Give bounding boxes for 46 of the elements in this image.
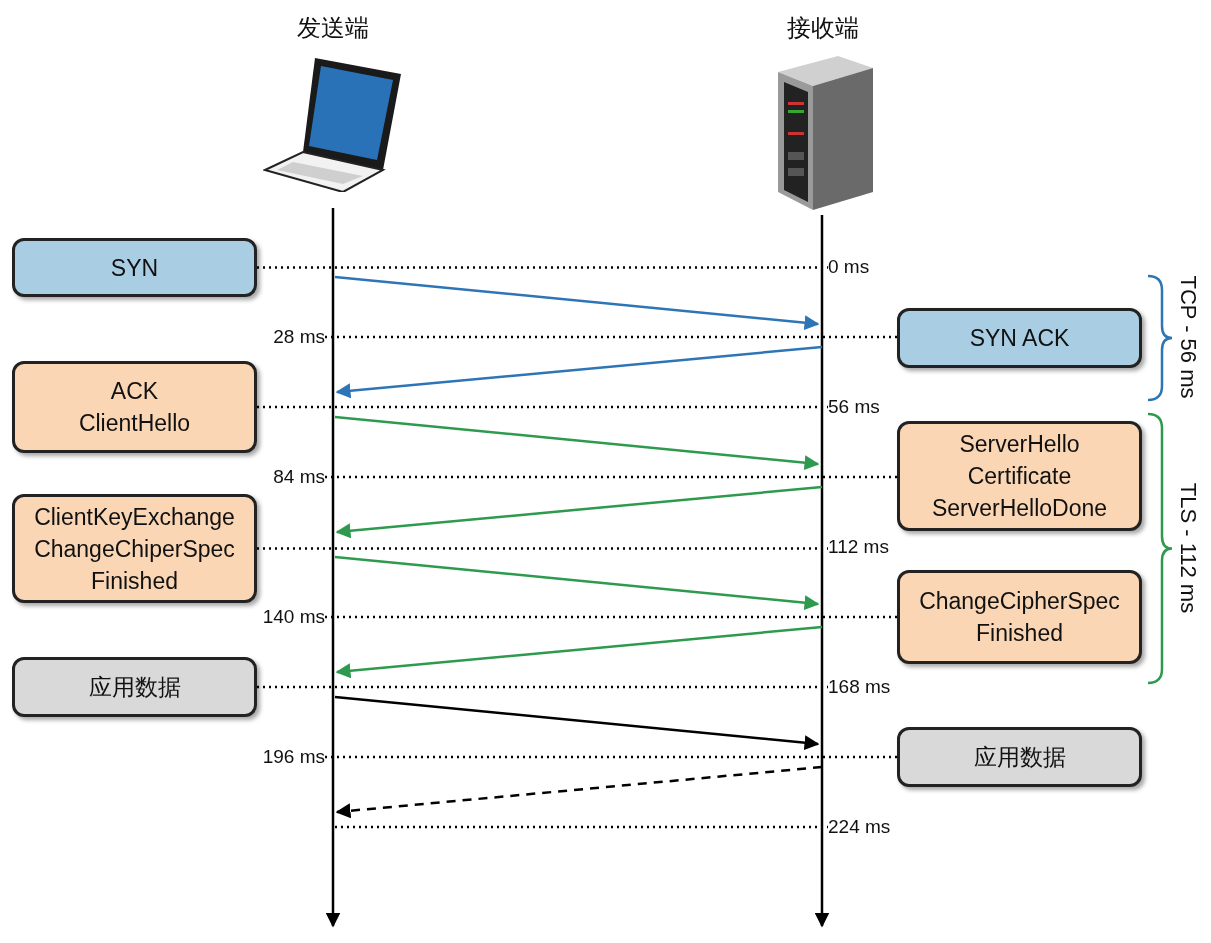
message-text: 应用数据 (88, 673, 181, 702)
time-label: 196 ms (250, 744, 325, 770)
lifeline-arrow (814, 215, 830, 928)
time-label: 84 ms (250, 464, 325, 490)
time-label: 112 ms (828, 534, 913, 560)
dotted-line (335, 825, 828, 829)
message-box (12, 494, 257, 603)
message-box (897, 308, 1142, 368)
time-label: 224 ms (828, 814, 913, 840)
message-text: Certificate (967, 462, 1072, 491)
message-text: 应用数据 (973, 743, 1066, 772)
message-box (897, 421, 1142, 531)
message-box (897, 727, 1142, 787)
lifeline-arrow (325, 208, 341, 928)
dotted-line (257, 685, 828, 689)
device-title: 发送端 (296, 13, 369, 43)
message-text: ClientHello (78, 409, 191, 438)
time-label: 168 ms (828, 674, 913, 700)
dotted-line (325, 755, 897, 759)
message-text: ClientKeyExchange (34, 502, 235, 532)
phase-label: TLS - 112 ms (1174, 482, 1202, 614)
message-text: ServerHelloDone (931, 494, 1108, 523)
phase-label: TCP - 56 ms (1174, 275, 1202, 399)
message-text: ServerHello (959, 430, 1080, 459)
message-box (12, 361, 257, 453)
message-text: SYN ACK (969, 324, 1070, 353)
dotted-line (257, 405, 828, 409)
message-text: SYN (110, 253, 159, 283)
message-box (12, 657, 257, 717)
message-text: ACK (110, 377, 159, 406)
device-title: 接收端 (786, 13, 859, 43)
message-text: ChangeCipherSpec (919, 587, 1120, 616)
time-label: 0 ms (828, 254, 903, 280)
dotted-line (257, 266, 828, 269)
time-label: 28 ms (250, 324, 325, 350)
message-text: Finished (976, 619, 1063, 648)
message-text: ChangeChiperSpec (34, 534, 235, 564)
dotted-line (325, 475, 897, 479)
message-box (897, 570, 1142, 664)
message-box (12, 238, 257, 297)
dotted-line (325, 335, 897, 339)
time-label: 140 ms (250, 604, 325, 630)
message-text: Finished (91, 566, 178, 596)
dotted-line (257, 547, 828, 550)
time-label: 56 ms (828, 394, 903, 420)
dotted-line (325, 615, 897, 619)
